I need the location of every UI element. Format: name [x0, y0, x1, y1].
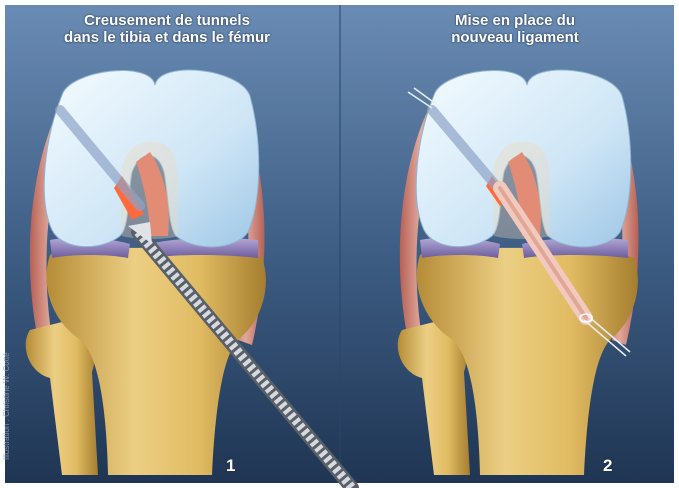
panel-1-caption: Creusement de tunnels dans le tibia et d…	[6, 12, 328, 46]
panel-1-number: 1	[226, 456, 235, 476]
panel-2-number: 2	[603, 456, 612, 476]
panel-1-caption-line-2: dans le tibia et dans le fémur	[6, 29, 328, 46]
panel-2-caption-line-1: Mise en place du	[360, 12, 670, 29]
panel-2-caption: Mise en place du nouveau ligament	[360, 12, 670, 46]
illustration-credit: Illustration : Christine W. Cotté	[2, 280, 16, 460]
panel-1-caption-line-1: Creusement de tunnels	[6, 12, 328, 29]
panel-2-caption-line-2: nouveau ligament	[360, 29, 670, 46]
